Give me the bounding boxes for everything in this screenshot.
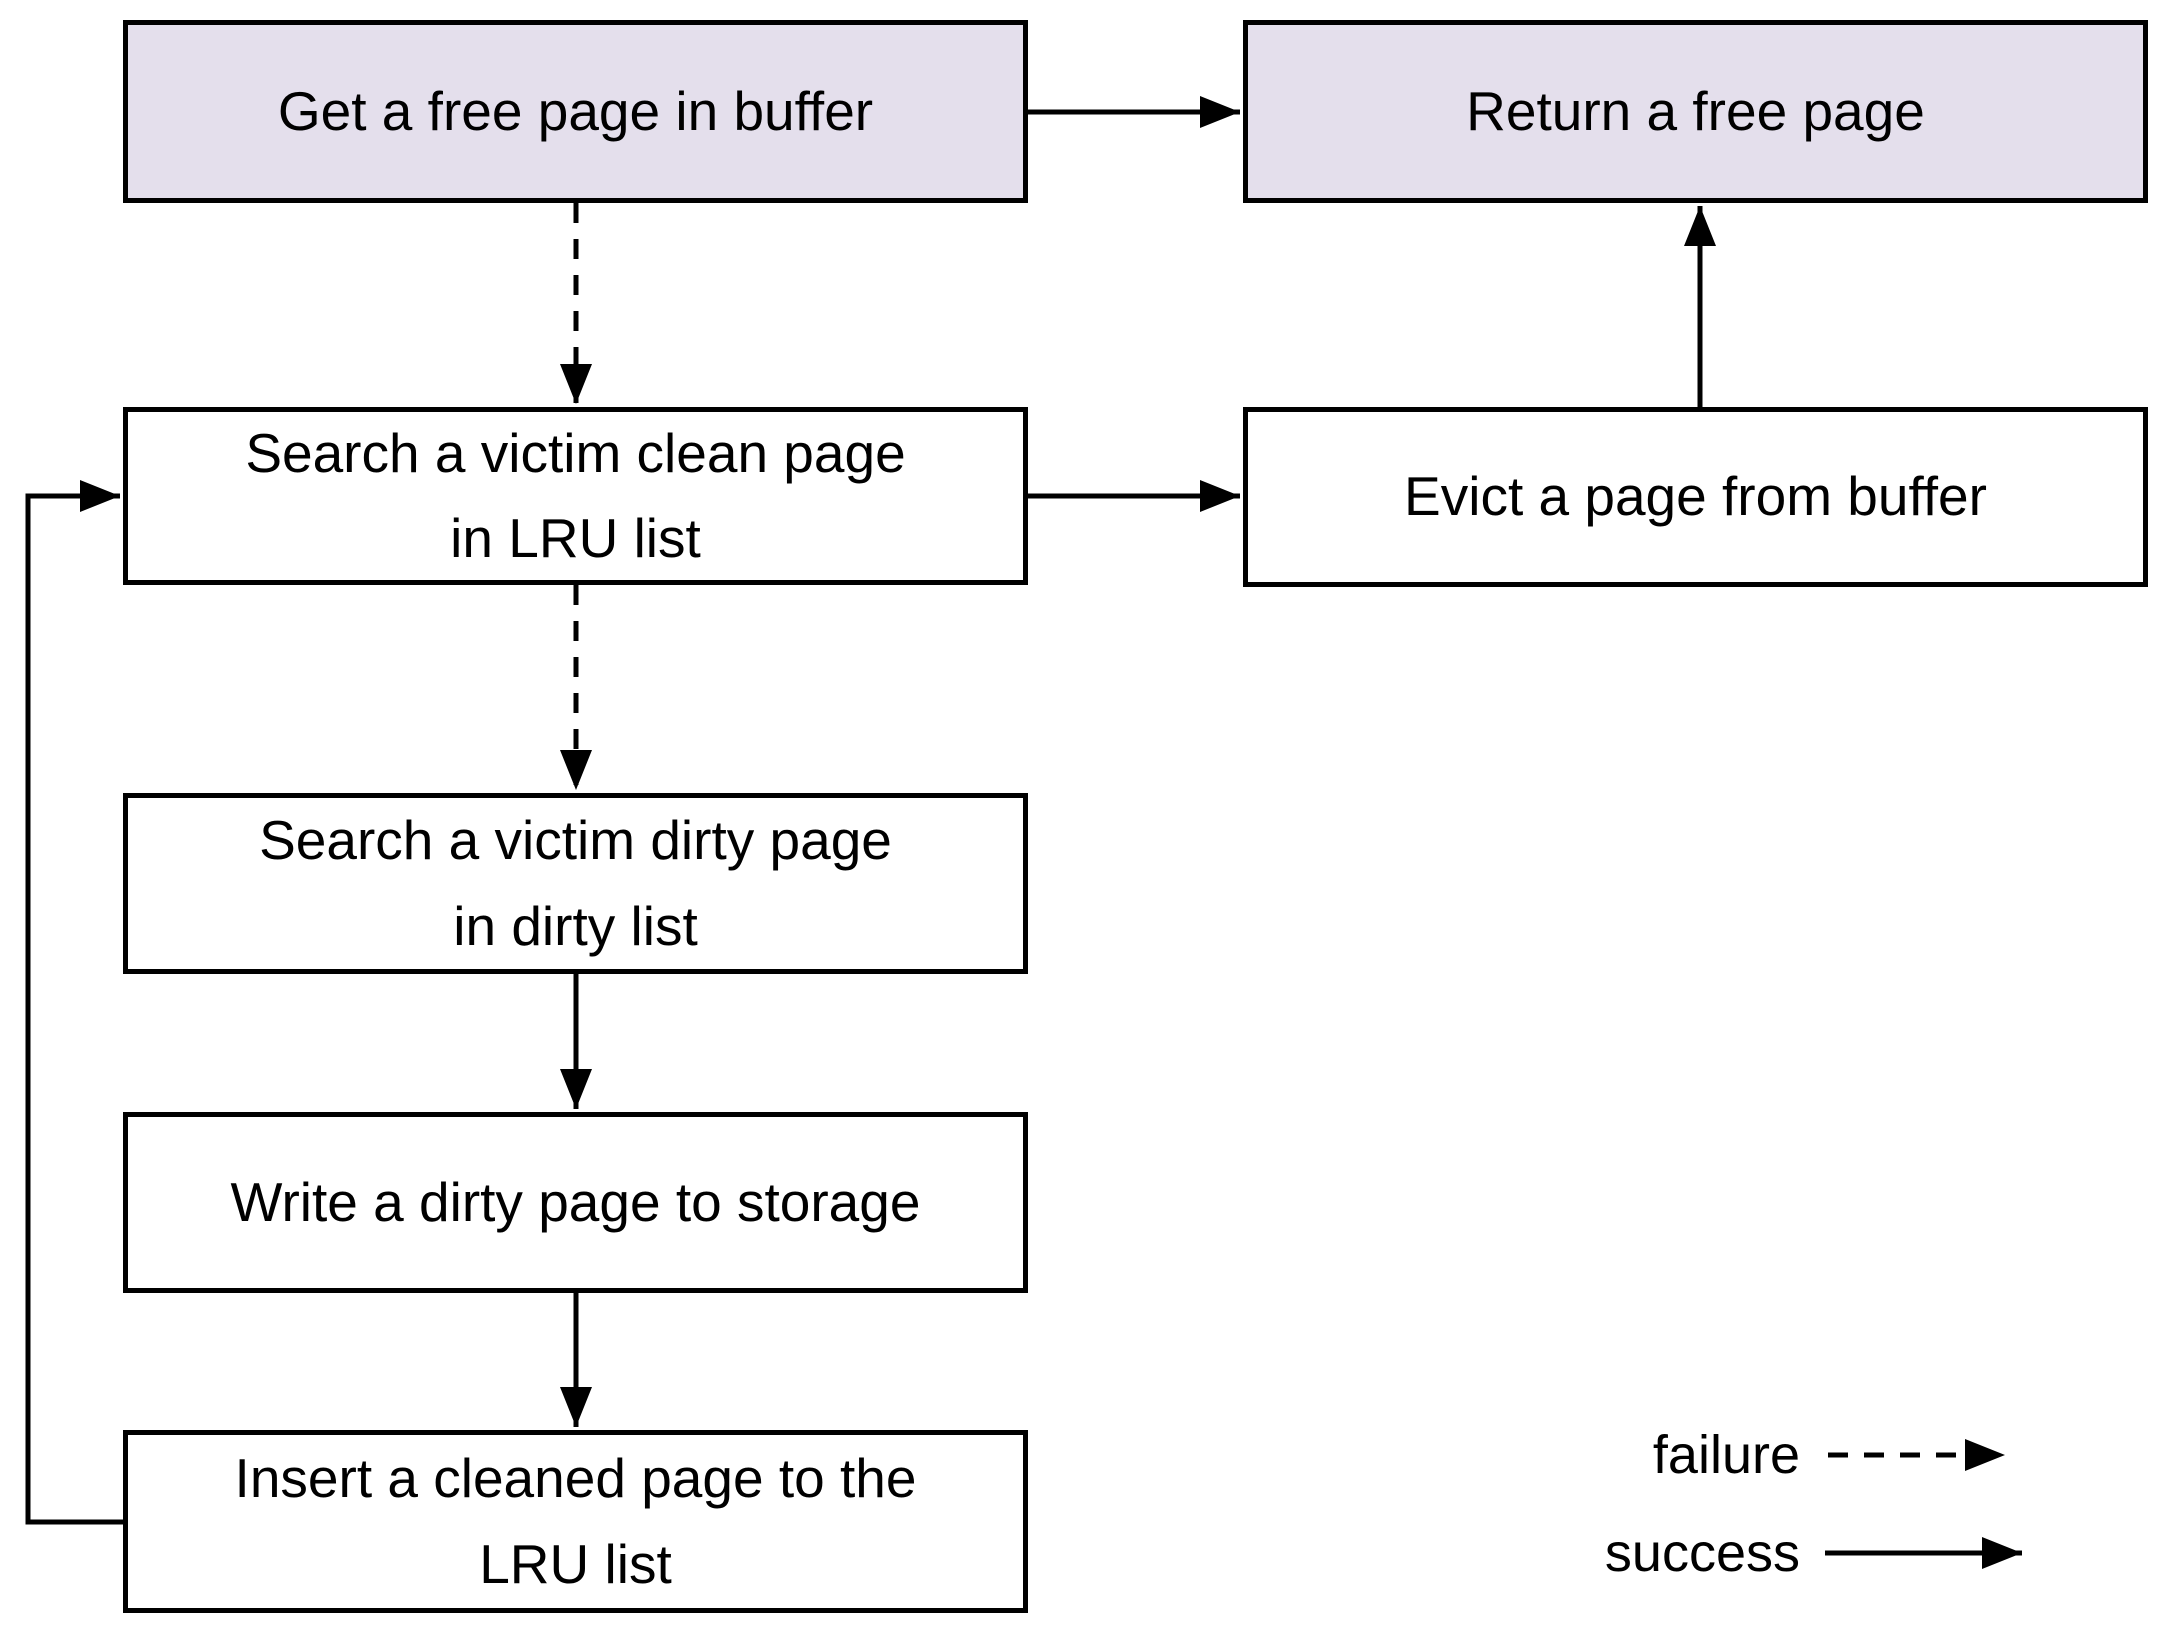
legend-failure-label: failure [1652,1425,1800,1485]
node-search-victim-clean-page: Search a victim clean page in LRU list [123,407,1028,585]
node-write-dirty-page-to-storage: Write a dirty page to storage [123,1112,1028,1293]
node-search-victim-dirty-page: Search a victim dirty page in dirty list [123,793,1028,974]
node-return-free-page: Return a free page [1243,20,2148,203]
edge-insert-loop-to-search-clean [25,480,127,1525]
legend-success-label: success [1604,1523,1800,1583]
node-evict-page-from-buffer: Evict a page from buffer [1243,407,2148,587]
node-insert-cleaned-page-to-lru: Insert a cleaned page to the LRU list [123,1430,1028,1613]
node-get-free-page: Get a free page in buffer [123,20,1028,203]
